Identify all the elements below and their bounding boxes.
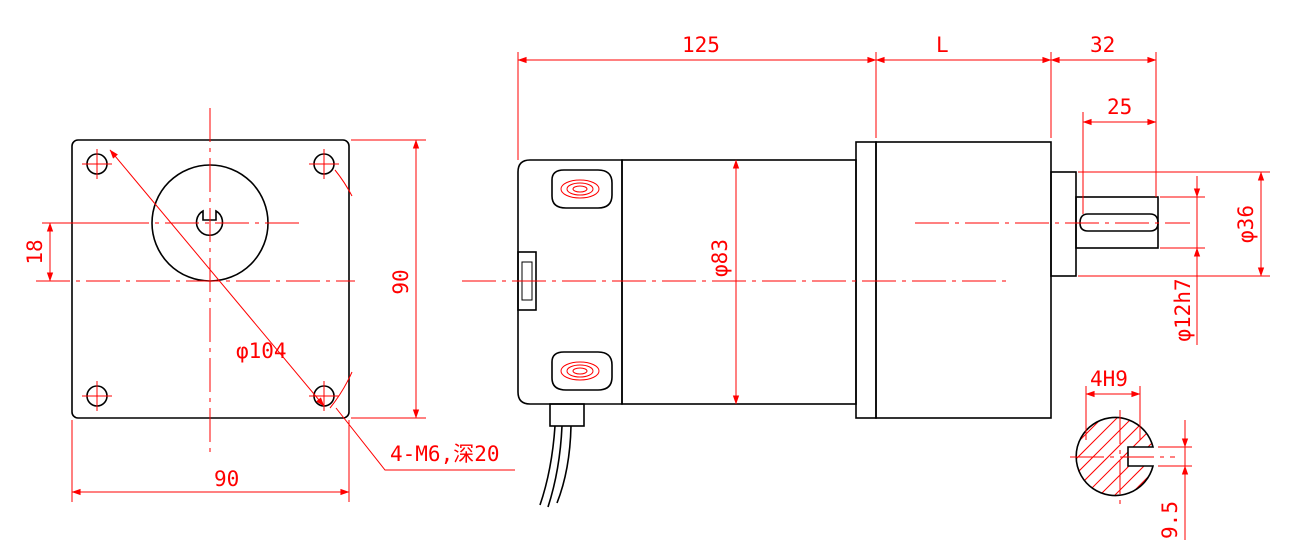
key-depth-label: 9.5 <box>1158 501 1182 539</box>
width-label: 90 <box>214 467 239 491</box>
vent-bottom <box>551 351 613 391</box>
key-width-label: 4H9 <box>1090 367 1128 391</box>
front-view: φ104 4-M6,深20 90 90 18 <box>23 108 515 502</box>
key-slot <box>1079 213 1159 232</box>
side-view: 125 L 32 25 φ83 φ36 φ12h7 <box>462 33 1270 508</box>
shaft-diameter-label: φ12h7 <box>1171 278 1195 341</box>
height-label: 90 <box>389 269 413 294</box>
offset-label: 18 <box>23 239 47 264</box>
output-boss <box>1050 171 1077 277</box>
gearbox-length-label: L <box>936 33 949 57</box>
motor-body <box>621 159 857 405</box>
body-length-label: 125 <box>682 33 720 57</box>
hole-spec-label: 4-M6,深20 <box>390 442 500 466</box>
gearbox-body <box>875 141 1052 419</box>
cable-wires <box>539 425 572 508</box>
flange-diameter-label: φ36 <box>1234 205 1258 243</box>
shaft-section-outline <box>1075 416 1155 497</box>
cable-gland <box>549 403 585 427</box>
vent-top <box>551 169 613 209</box>
shaft-section-view: 4H9 9.5 <box>1070 367 1192 540</box>
key-length-label: 25 <box>1107 95 1132 119</box>
gearbox-plate <box>855 141 877 419</box>
hole-spec-leader <box>335 407 515 471</box>
shaft-length-label: 32 <box>1090 33 1115 57</box>
bolt-circle-dimension-line <box>109 149 325 407</box>
bolt-circle-label: φ104 <box>236 339 287 363</box>
body-diameter-label: φ83 <box>708 239 732 277</box>
rear-end-cap <box>517 159 623 405</box>
